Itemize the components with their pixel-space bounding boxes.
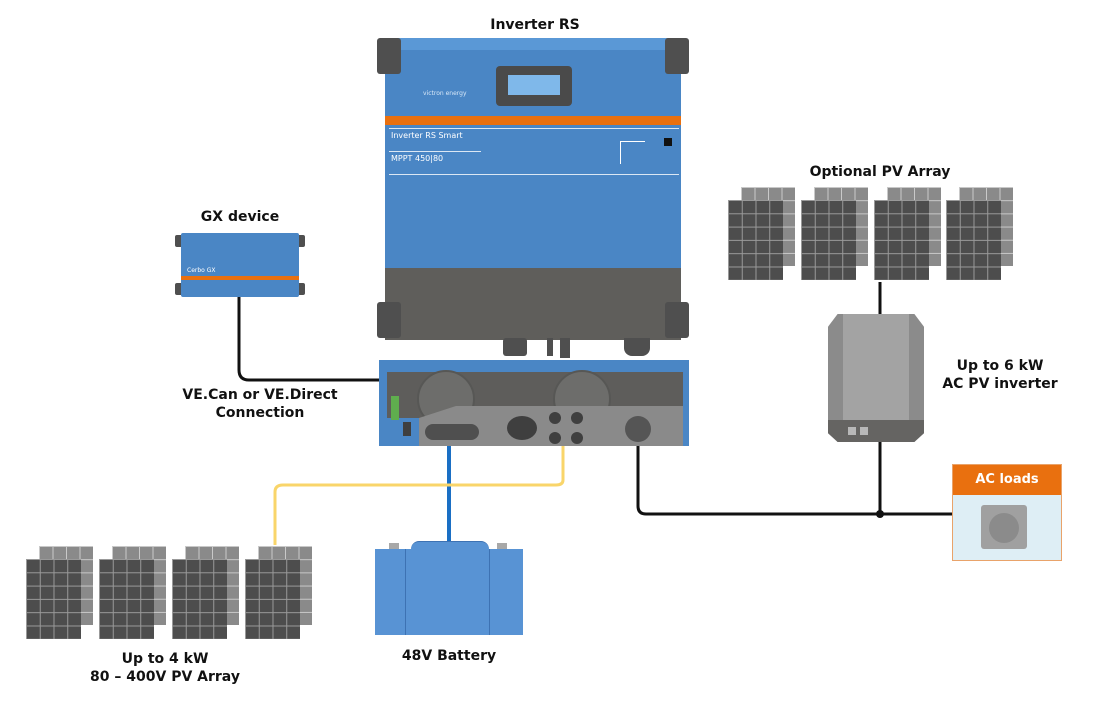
ac-pv-inverter-label-line2: AC PV inverter	[942, 376, 1058, 392]
indicator-led	[860, 427, 868, 435]
ac-out-cable	[636, 427, 953, 516]
battery-terminal-cover	[425, 424, 479, 440]
inverter-bottom-panel	[385, 268, 681, 340]
cable-gland	[624, 338, 650, 356]
dc-pv-label-line2: 80 – 400V PV Array	[90, 669, 240, 685]
inverter-model-name: Inverter RS Smart	[391, 131, 463, 140]
pv-connector	[549, 412, 561, 424]
rotary-switch	[507, 416, 537, 440]
inverter-orange-band	[385, 116, 681, 125]
panel-front	[728, 200, 783, 280]
battery-body	[375, 549, 523, 635]
ac-pv-inverter-label-line1: Up to 6 kW	[956, 358, 1044, 374]
pv-connector	[549, 432, 561, 444]
gx-device: Cerbo GX	[175, 233, 305, 297]
battery-terminal	[389, 543, 399, 550]
divider	[389, 128, 679, 129]
ac-inverter-foot	[828, 420, 924, 442]
connection-label-line2: Connection	[215, 405, 305, 421]
cable-gland	[503, 338, 527, 356]
gx-orange-band	[181, 276, 299, 280]
mount-ear	[175, 283, 185, 295]
mount-ear	[175, 235, 185, 247]
gx-device-label: GX device	[200, 209, 280, 225]
inverter-corner	[377, 302, 401, 338]
connection-label-line1: VE.Can or VE.Direct	[182, 387, 338, 403]
inverter-corner	[377, 38, 401, 74]
panel-front	[172, 559, 227, 639]
inverter-top-strip	[385, 38, 681, 50]
connection-label: VE.Can or VE.Direct Connection	[160, 386, 360, 422]
battery-terminal	[497, 543, 507, 550]
ac-loads-label: AC loads	[953, 465, 1061, 495]
panel-front	[801, 200, 856, 280]
switch	[403, 422, 411, 436]
panel-front	[874, 200, 929, 280]
inverter-display	[496, 66, 572, 106]
lcd-screen	[508, 75, 560, 95]
ac-junction	[876, 510, 884, 518]
gx-body	[181, 233, 299, 297]
battery-top	[411, 541, 489, 552]
ac-loads: AC loads	[952, 464, 1062, 561]
panel-front	[26, 559, 81, 639]
ve-can-cable	[237, 297, 388, 382]
cable-gland	[560, 338, 570, 358]
ac-gland	[625, 416, 651, 442]
pv-connector	[571, 432, 583, 444]
pv-connector	[571, 412, 583, 424]
mount-ear	[295, 235, 305, 247]
cable-gland	[547, 338, 553, 356]
divider	[389, 151, 481, 152]
socket-face	[989, 513, 1019, 543]
inverter-label: Inverter RS	[490, 17, 580, 33]
power-socket-icon	[981, 505, 1027, 549]
panel-front	[245, 559, 300, 639]
schematic-symbol	[620, 141, 645, 164]
battery-divider	[405, 549, 406, 635]
pv-dc-cable	[273, 428, 565, 545]
dc-pv-label: Up to 4 kW 80 – 400V PV Array	[70, 650, 260, 686]
dc-pv-label-line1: Up to 4 kW	[121, 651, 209, 667]
victron-logo: victron energy	[423, 90, 467, 97]
indicator-led	[848, 427, 856, 435]
panel-front	[99, 559, 154, 639]
divider	[389, 174, 679, 175]
inverter-mppt-name: MPPT 450|80	[391, 154, 444, 163]
battery-divider	[489, 549, 490, 635]
status-indicator	[664, 138, 672, 146]
inverter-rs: victron energy Inverter RS Smart MPPT 45…	[377, 38, 689, 340]
inverter-corner	[665, 302, 689, 338]
ac-inverter-front	[843, 314, 909, 420]
gx-model: Cerbo GX	[187, 267, 216, 274]
ac-pv-inverter	[828, 314, 924, 442]
ac-pv-inverter-label: Up to 6 kW AC PV inverter	[930, 357, 1070, 393]
terminal-block	[391, 396, 399, 420]
panel-front	[946, 200, 1001, 280]
battery	[375, 541, 523, 635]
battery-label: 48V Battery	[401, 648, 497, 664]
optional-pv-label: Optional PV Array	[809, 164, 951, 180]
inverter-corner	[665, 38, 689, 74]
mount-ear	[295, 283, 305, 295]
inverter-connection-area	[379, 360, 689, 446]
